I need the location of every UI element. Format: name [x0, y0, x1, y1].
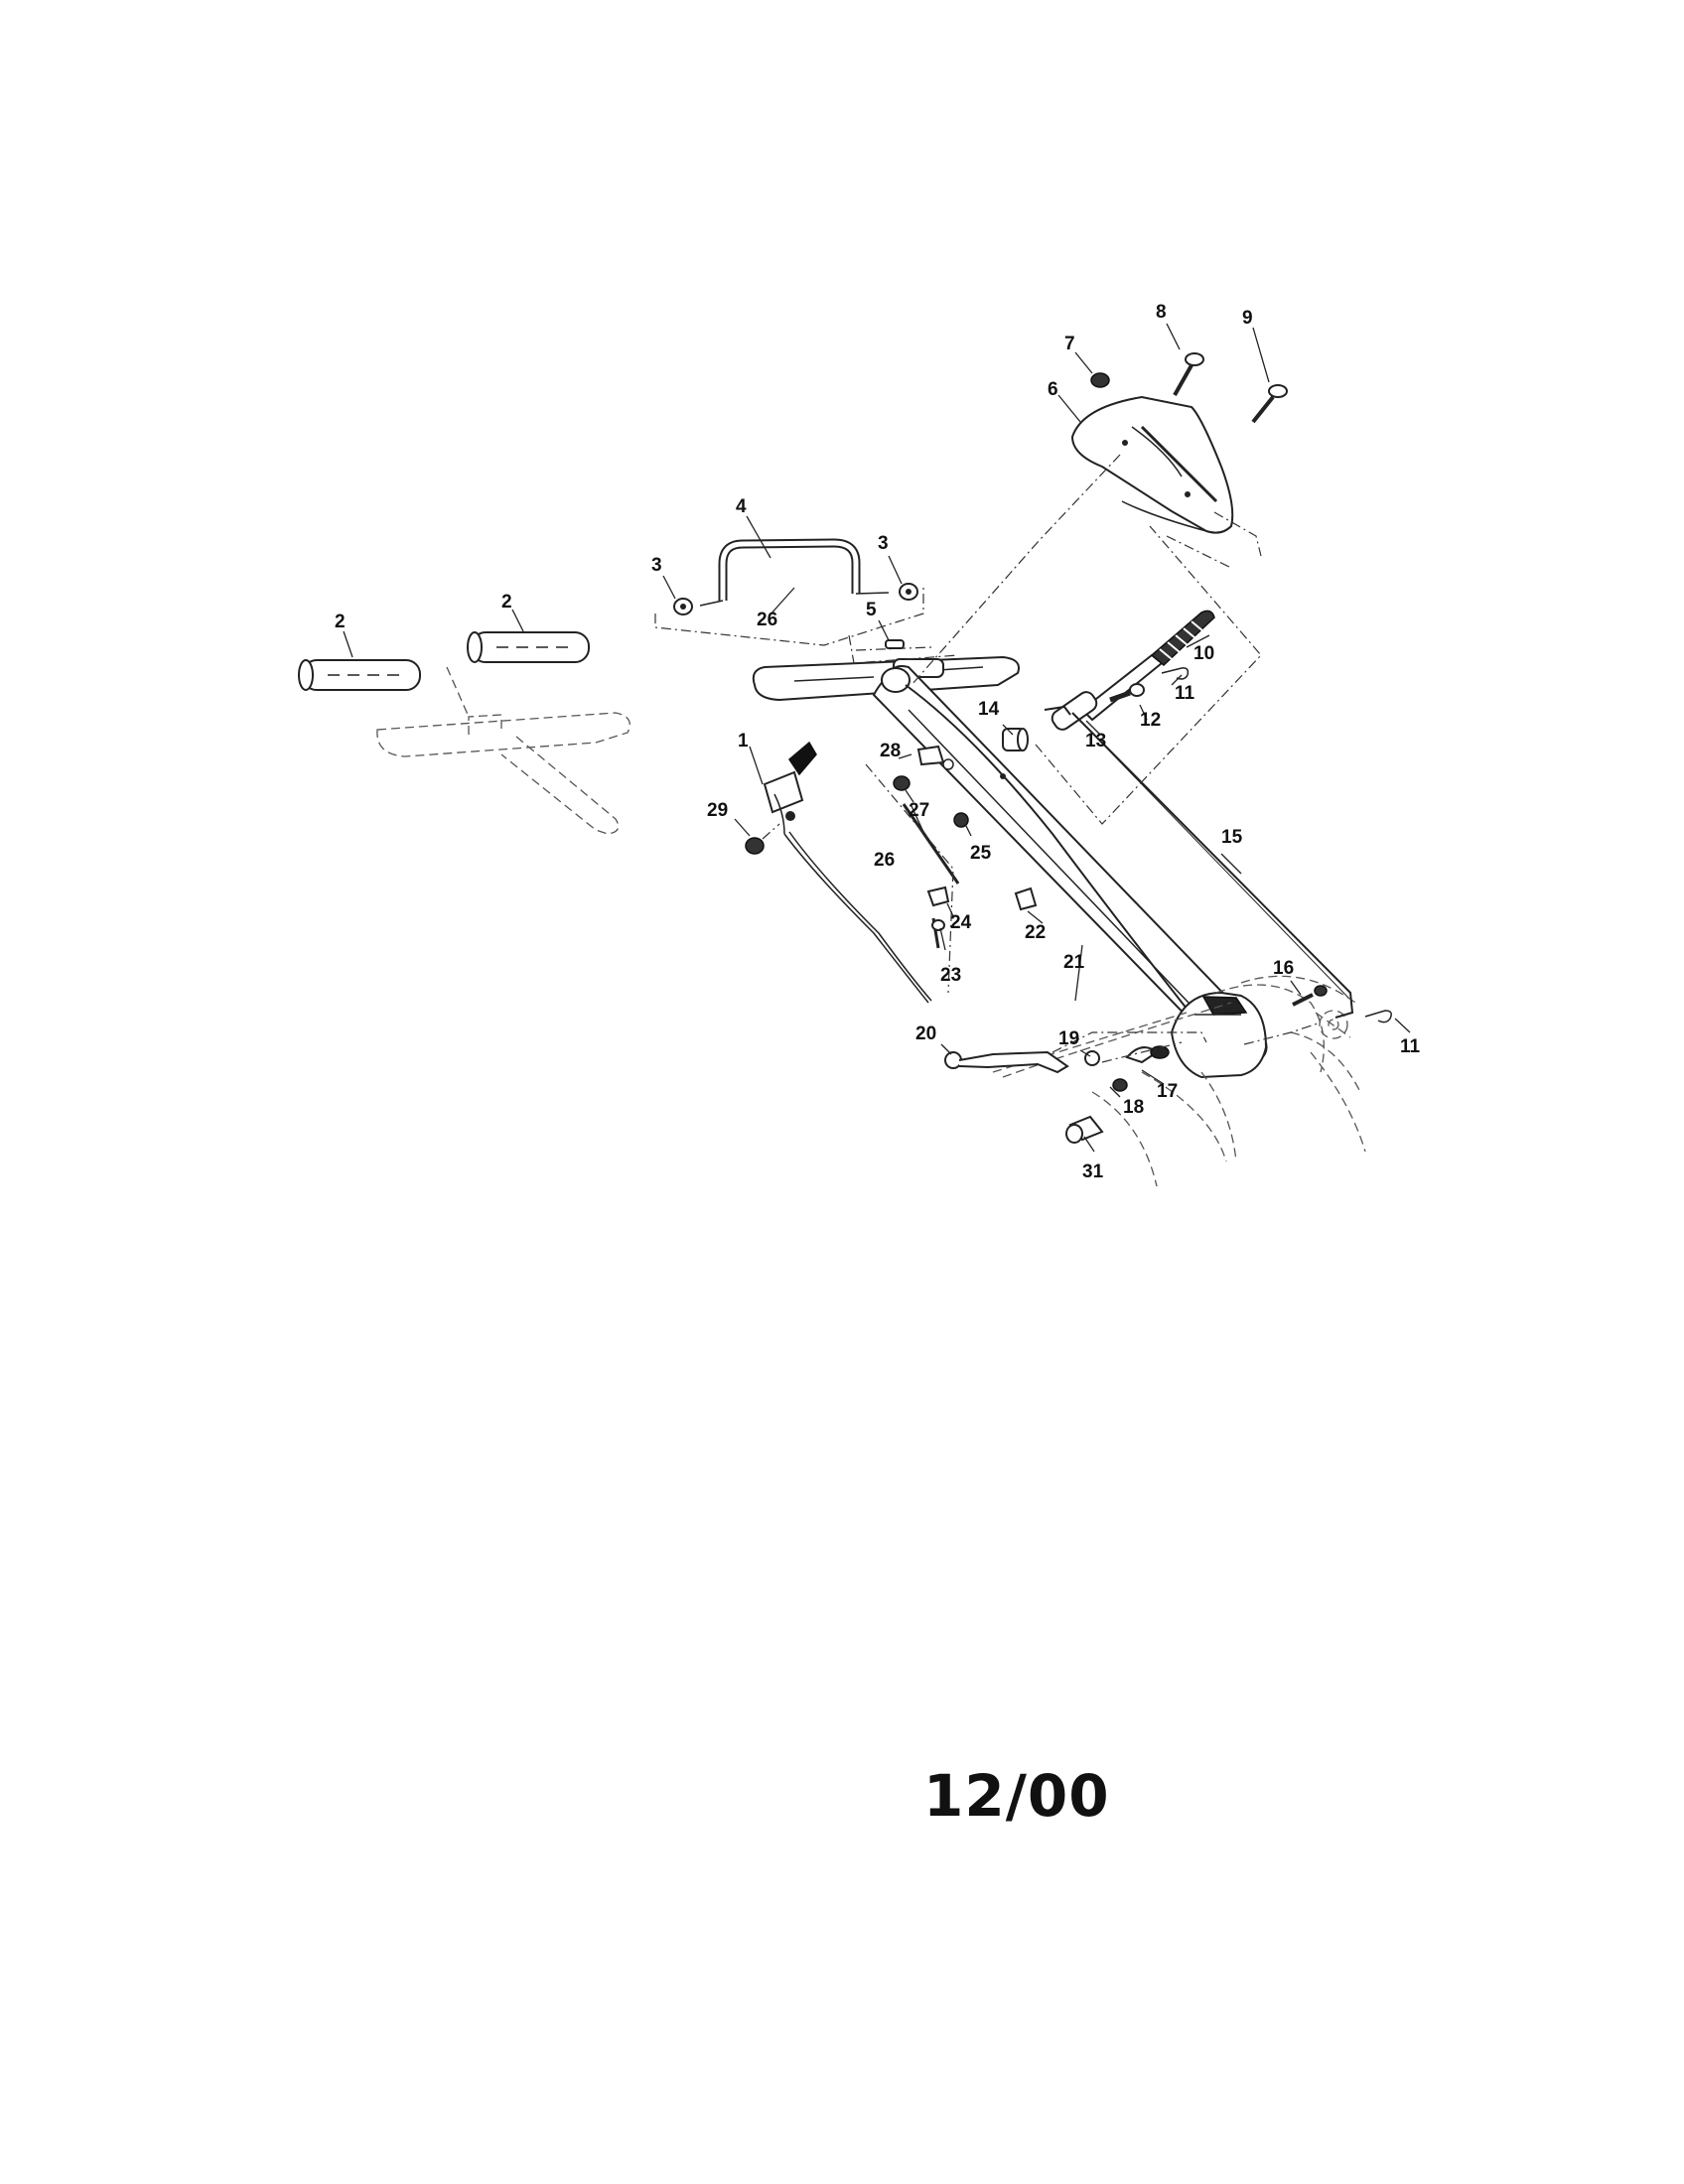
callout-9: 9 — [1242, 308, 1253, 329]
callout-3-right: 3 — [878, 533, 889, 554]
callout-1: 1 — [738, 731, 749, 751]
leader-lines — [343, 323, 1411, 1153]
callout-11-upper: 11 — [1175, 683, 1195, 704]
bolt-12 — [1109, 683, 1145, 703]
console-cover — [1070, 395, 1234, 534]
callout-17: 17 — [1157, 1081, 1178, 1102]
callout-3-left: 3 — [651, 555, 662, 576]
hairpin-clip-lower — [1364, 1010, 1392, 1024]
callout-2-left: 2 — [335, 612, 346, 632]
screw-8 — [1173, 352, 1204, 396]
nut-27 — [893, 775, 911, 791]
callout-31: 31 — [1082, 1161, 1104, 1182]
clip-part-5 — [885, 639, 905, 649]
callout-28: 28 — [880, 741, 901, 761]
callout-labels: 1 2 2 3 3 4 5 6 7 8 9 10 11 11 12 13 14 … — [335, 302, 1421, 1182]
hand-grip-left — [298, 659, 421, 691]
screw-23 — [931, 917, 945, 949]
callout-16: 16 — [1273, 958, 1294, 979]
callout-29: 29 — [707, 800, 728, 821]
bolt-16 — [1292, 985, 1328, 1007]
callout-5: 5 — [866, 600, 877, 620]
callout-24: 24 — [950, 912, 972, 933]
part-17 — [1125, 1045, 1170, 1064]
callout-11-lower: 11 — [1400, 1036, 1421, 1057]
clip-22 — [1014, 887, 1038, 911]
nut-18 — [1112, 1078, 1128, 1092]
callout-13: 13 — [1085, 731, 1106, 751]
callout-22: 22 — [1025, 922, 1046, 943]
washer-left — [673, 598, 693, 615]
screw-9 — [1251, 384, 1288, 424]
cable-26-lower — [902, 803, 960, 885]
upper-handle-bar — [699, 538, 890, 607]
nut-25 — [953, 812, 969, 828]
callout-6: 6 — [1048, 379, 1058, 400]
callout-19: 19 — [1058, 1028, 1079, 1049]
callout-23: 23 — [940, 965, 961, 986]
callout-12: 12 — [1140, 710, 1161, 731]
clamp-28 — [916, 745, 954, 770]
hairpin-clip-upper — [1161, 667, 1190, 680]
callout-14: 14 — [978, 699, 1000, 720]
lever-20 — [944, 1050, 1069, 1074]
washer-right — [899, 583, 918, 601]
callout-10: 10 — [1193, 643, 1214, 664]
hand-grip-right — [467, 631, 590, 663]
nut-29 — [745, 837, 765, 855]
lower-housing — [1170, 991, 1268, 1079]
washer-19 — [1084, 1050, 1100, 1066]
control-cable — [905, 684, 1222, 1053]
callout-27: 27 — [909, 800, 929, 821]
callout-7: 7 — [1064, 334, 1075, 354]
clip-24 — [926, 886, 950, 907]
callout-26-upper: 26 — [757, 610, 777, 630]
shift-rod — [1044, 705, 1354, 1019]
callout-26-lower: 26 — [874, 850, 895, 871]
revision-date: 12/00 — [923, 1762, 1110, 1830]
shift-lever — [1051, 610, 1215, 731]
callout-8: 8 — [1156, 302, 1167, 323]
spacer-14 — [1002, 728, 1029, 751]
nut-7 — [1090, 372, 1110, 388]
callout-21: 21 — [1063, 952, 1085, 973]
callout-20: 20 — [915, 1024, 936, 1044]
callout-15: 15 — [1221, 827, 1243, 848]
sprocket-phantom — [1315, 1010, 1351, 1039]
callout-2-right: 2 — [501, 592, 512, 613]
phantom-handle-assembly — [376, 666, 631, 835]
throttle-control — [763, 741, 932, 1004]
callout-4: 4 — [736, 496, 747, 517]
bolt-31 — [1065, 1115, 1104, 1144]
callout-18: 18 — [1123, 1097, 1144, 1118]
callout-25: 25 — [970, 843, 992, 864]
